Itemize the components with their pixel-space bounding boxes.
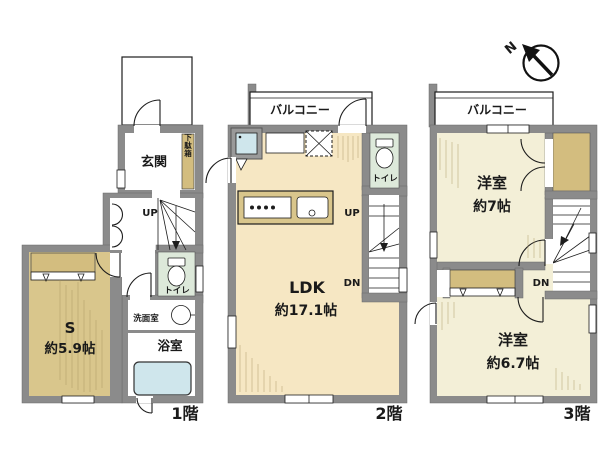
window [588, 304, 597, 334]
door-opening [134, 125, 160, 133]
kitchen-island [237, 190, 334, 225]
stairs-2f-steps [368, 204, 400, 289]
porch [121, 56, 193, 126]
label-getabako: 下駄箱 [184, 133, 192, 158]
label-floor-2f: 2階 [375, 404, 402, 423]
wall [361, 292, 408, 303]
toilet-icon-2f [375, 138, 394, 169]
compass-icon: N [502, 39, 560, 82]
door-arc-balcony-2f [338, 98, 367, 127]
closet-hanger-rail [30, 271, 96, 281]
label-up-1f: UP [142, 208, 157, 219]
label-bath: 浴室 [157, 338, 183, 353]
label-balcony-3f: バルコニー [467, 103, 527, 117]
hanger-mark [77, 273, 85, 283]
stairs-3f [553, 197, 590, 293]
stairs-3f-steps [552, 205, 591, 283]
door-arc-back [136, 397, 153, 414]
stairs-arrow [380, 243, 388, 252]
floorplan-3f: N [414, 39, 598, 423]
washbasin-icon [171, 305, 195, 325]
window [61, 395, 95, 404]
stairs-1f [157, 198, 196, 251]
label-dn-2f: DN [344, 278, 361, 289]
door-arc-hall-closet [111, 203, 123, 248]
label-washroom: 洗面室 [133, 313, 159, 324]
label-toilet-1f: トイレ [164, 286, 190, 296]
sink-unit-icon [230, 127, 263, 171]
window [398, 267, 408, 293]
door-opening [152, 190, 180, 198]
stairs-arrow [172, 241, 180, 250]
wall [361, 132, 371, 191]
window [588, 232, 597, 254]
toilet-icon-1f [167, 257, 186, 287]
wall [514, 267, 524, 299]
stove-icon [305, 130, 333, 157]
label-floor-1f: 1階 [171, 404, 198, 423]
wall [361, 194, 370, 299]
closet-1f [30, 252, 96, 273]
door-arc-storage [95, 252, 121, 278]
label-north: N [502, 39, 520, 57]
hanger-mark [496, 288, 504, 298]
label-room-a: 洋室 [477, 174, 507, 192]
closet-3f-a [552, 132, 591, 192]
floor-hatch [439, 138, 581, 390]
label-genkan: 玄関 [141, 154, 167, 170]
shoe-cabinet [181, 133, 195, 190]
door-arc-room-a [518, 239, 546, 267]
label-room-b: 洋室 [498, 331, 528, 349]
floor-hatch [239, 136, 359, 392]
wall [544, 290, 598, 300]
door-opening [136, 396, 153, 403]
floor-hatch [59, 280, 103, 392]
label-up-2f: UP [344, 208, 359, 219]
door-opening [130, 295, 150, 302]
door-arc-side [205, 157, 232, 184]
door-arc-entrance [133, 99, 161, 127]
wall [544, 190, 598, 200]
window [227, 315, 237, 349]
floorplan-1f: 玄関 下駄箱 UP トイレ S 約5.9帖 洗面室 浴室 1階 [21, 56, 204, 423]
label-storage: S [65, 319, 76, 337]
bathtub-icon [133, 361, 192, 396]
door-arc-closet-3f [520, 138, 546, 192]
door-opening [338, 125, 366, 133]
closet-3f-b [449, 269, 516, 291]
stairs-arrow [560, 236, 569, 246]
label-dn-3f: DN [533, 278, 550, 289]
door-opening [228, 157, 236, 183]
label-room-b-size: 約6.7帖 [487, 355, 540, 372]
door-arc-room-b [517, 296, 544, 323]
window [429, 231, 438, 259]
label-balcony-2f: バルコニー [270, 103, 330, 117]
hanger-mark [42, 273, 50, 283]
label-ldk: LDK [289, 278, 325, 297]
hall-3f [437, 270, 450, 297]
label-ldk-size: 約17.1帖 [275, 302, 338, 319]
closet-hanger-rail [449, 287, 516, 297]
window [195, 265, 204, 293]
label-storage-size: 約5.9帖 [45, 340, 96, 357]
floorplan-2f: バルコニー トイレ UP DN LDK 約17.1帖 2階 [205, 83, 408, 423]
wall [436, 261, 546, 271]
hanger-mark [459, 288, 467, 298]
door-opening [430, 302, 437, 325]
door-opening [545, 139, 553, 187]
door-arc-washroom [126, 272, 152, 298]
hall-stairs-1f [110, 198, 195, 250]
door-opening [110, 253, 122, 277]
door-opening [545, 239, 553, 264]
label-floor-3f: 3階 [563, 404, 590, 423]
label-toilet-2f: トイレ [372, 174, 398, 184]
window [116, 169, 126, 189]
kitchen-counter [265, 132, 305, 154]
label-room-a-size: 約7帖 [473, 198, 511, 215]
door-arc-side-3f [414, 302, 437, 325]
